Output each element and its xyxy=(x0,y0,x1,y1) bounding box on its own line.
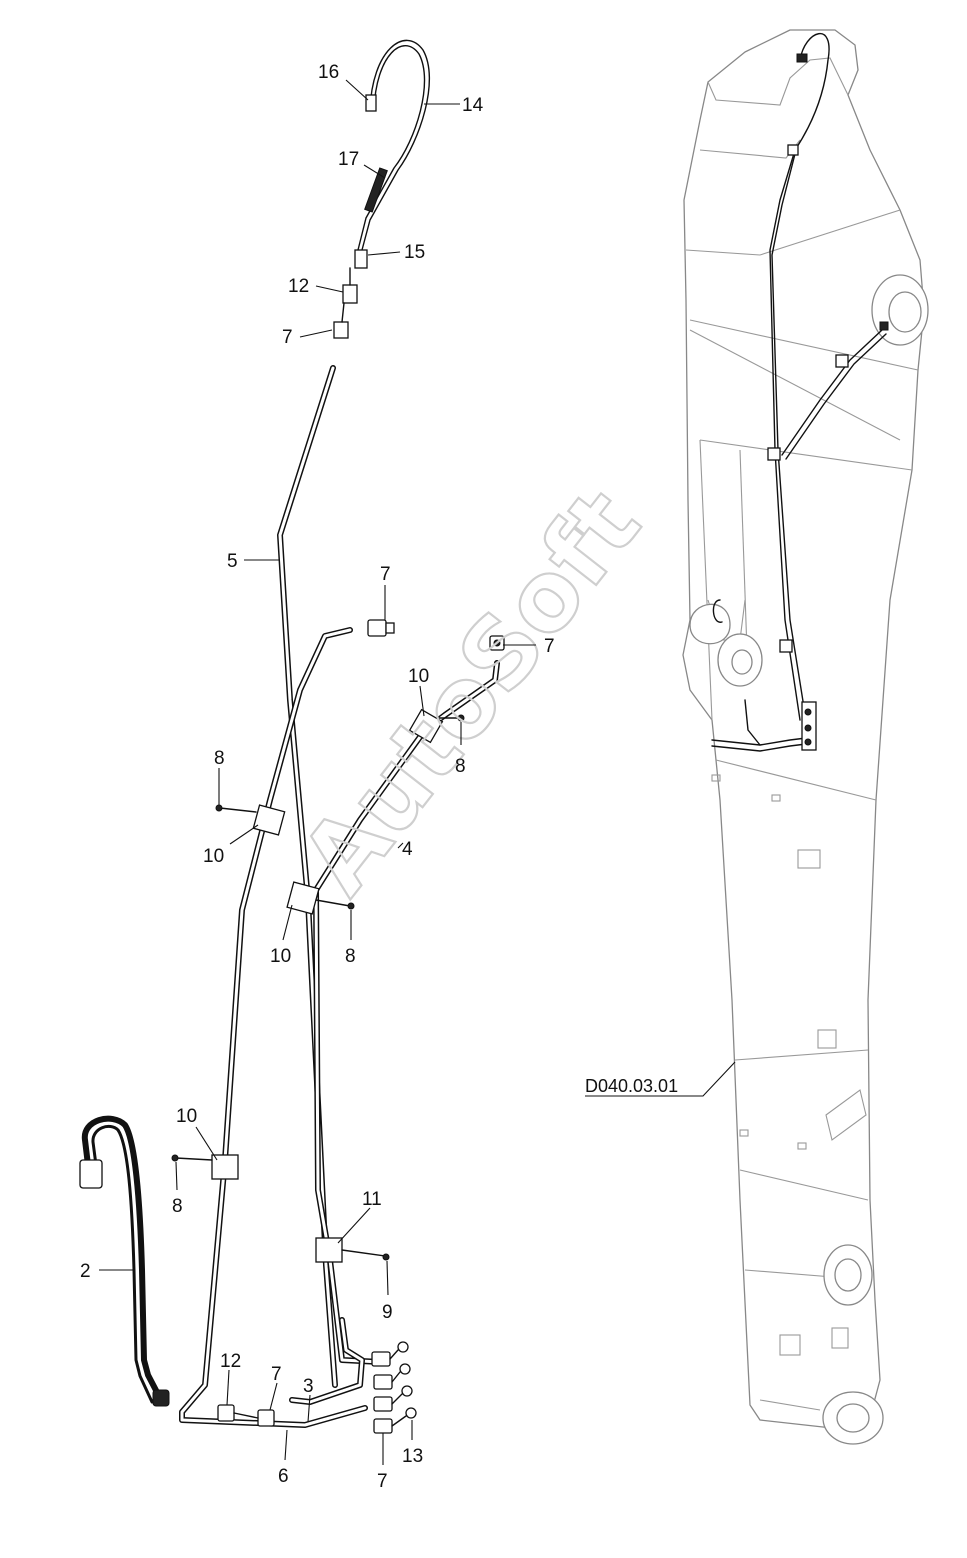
watermark: AutoSoft xyxy=(280,469,662,914)
callout-14: 14 xyxy=(462,95,484,116)
clamp-10-upper-right xyxy=(408,708,461,744)
clamp-11 xyxy=(315,1237,386,1263)
callout-9: 9 xyxy=(382,1302,393,1323)
reference-label: D040.03.01 xyxy=(585,1076,678,1096)
pipe-assembly xyxy=(79,39,505,1434)
callout-7e: 7 xyxy=(377,1471,388,1492)
callout-10d: 10 xyxy=(176,1106,197,1127)
boom-assembly xyxy=(682,29,929,1445)
callout-5: 5 xyxy=(227,551,238,572)
callout-6: 6 xyxy=(278,1466,289,1487)
clamp-10-left xyxy=(219,804,286,836)
clamp-10-lower xyxy=(175,1154,239,1180)
callout-7a: 7 xyxy=(282,327,293,348)
callout-10a: 10 xyxy=(408,666,429,687)
callout-16: 16 xyxy=(318,62,339,83)
callout-15: 15 xyxy=(404,242,425,263)
callout-17: 17 xyxy=(338,149,359,170)
callout-labels: 16 14 17 15 12 7 5 7 7 10 8 8 10 4 10 8 … xyxy=(80,62,555,1492)
callout-3: 3 xyxy=(303,1376,314,1397)
callout-13: 13 xyxy=(402,1446,423,1467)
callout-7d: 7 xyxy=(271,1364,282,1385)
reference-callout: D040.03.01 xyxy=(585,1061,736,1097)
callout-8a: 8 xyxy=(214,748,225,769)
callout-4: 4 xyxy=(402,839,413,860)
callout-8b: 8 xyxy=(455,756,466,777)
callout-10c: 10 xyxy=(270,946,291,967)
callout-8c: 8 xyxy=(345,946,356,967)
callout-10b: 10 xyxy=(203,846,224,867)
clamp-10-middle xyxy=(286,881,351,915)
callout-2: 2 xyxy=(80,1261,91,1282)
callout-12a: 12 xyxy=(288,276,309,297)
callout-7b: 7 xyxy=(380,564,391,585)
callout-7c: 7 xyxy=(544,636,555,657)
callout-11: 11 xyxy=(362,1189,382,1210)
leader-lines xyxy=(99,79,536,1465)
callout-8d: 8 xyxy=(172,1196,183,1217)
callout-12b: 12 xyxy=(220,1351,241,1372)
